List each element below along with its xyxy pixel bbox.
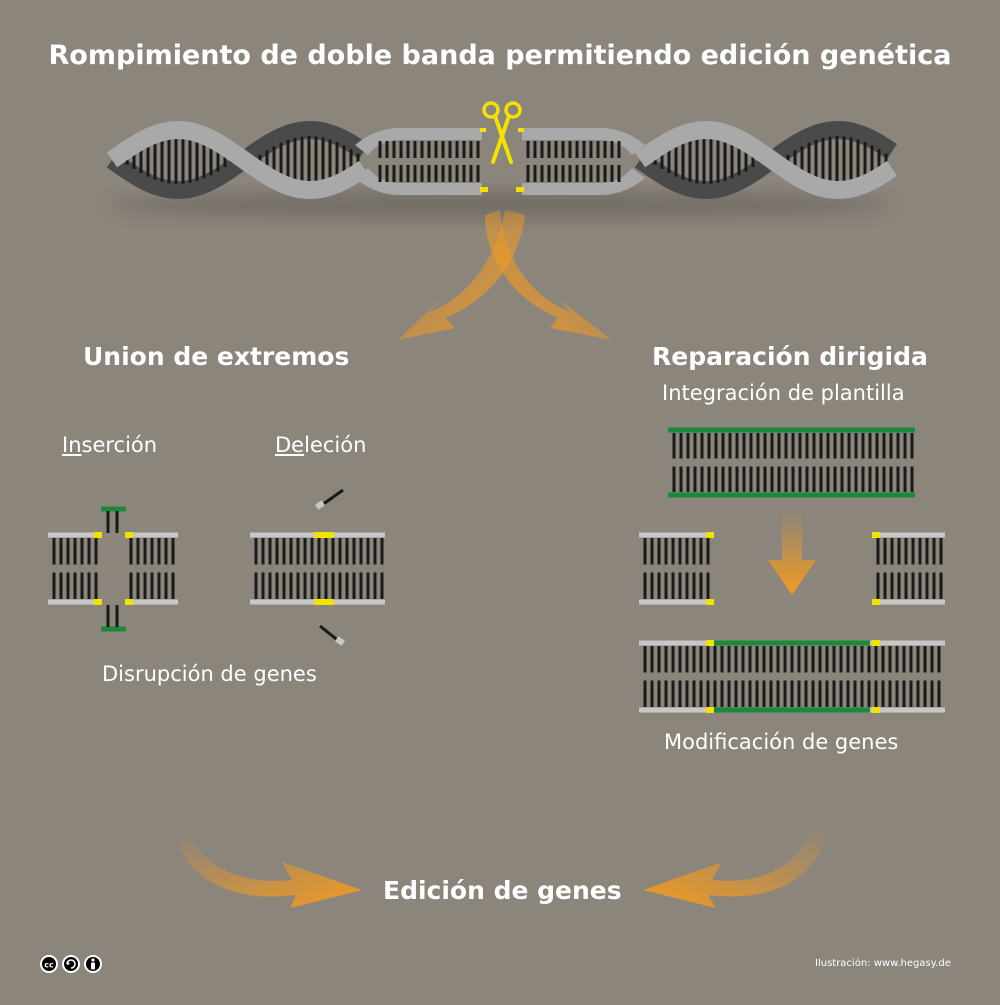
insertion-prefix: In <box>62 433 82 457</box>
right-heading: Reparación dirigida <box>652 342 928 371</box>
left-heading: Union de extremos <box>83 342 350 371</box>
by-icon <box>62 955 80 973</box>
left-caption: Disrupción de genes <box>102 662 317 686</box>
page-title: Rompimiento de doble banda permitiendo e… <box>48 40 952 71</box>
split-arrows <box>398 210 612 340</box>
right-caption: Modificación de genes <box>664 730 899 754</box>
template-label: Integración de plantilla <box>662 381 905 405</box>
svg-text:cc: cc <box>44 961 54 970</box>
cut-right-end <box>872 532 945 605</box>
deletion-rest: leción <box>304 433 367 457</box>
template-strand <box>668 427 915 498</box>
down-arrow <box>768 510 816 595</box>
license-badge: cc <box>40 955 102 973</box>
scissors-icon <box>480 101 524 192</box>
credit-text: Ilustración: www.hegasy.de <box>815 958 951 969</box>
deleted-fragments <box>315 488 345 646</box>
deletion-label: Deleción <box>275 433 366 457</box>
insertion-right-segment <box>125 532 178 605</box>
result-label: Edición de genes <box>383 876 622 905</box>
cc-icon: cc <box>40 955 58 973</box>
attribution-person-icon <box>84 955 102 973</box>
insertion-left-segment <box>48 532 102 605</box>
deletion-prefix: De <box>275 433 305 457</box>
insertion-label: Inserción <box>62 433 157 457</box>
cut-left-end <box>639 532 714 605</box>
insertion-rest: serción <box>81 433 158 457</box>
insertion-fragment <box>101 506 126 632</box>
deletion-segment <box>250 532 385 605</box>
dna-double-helix <box>106 120 897 219</box>
repaired-strand <box>639 640 945 713</box>
converge-arrows <box>178 825 826 908</box>
